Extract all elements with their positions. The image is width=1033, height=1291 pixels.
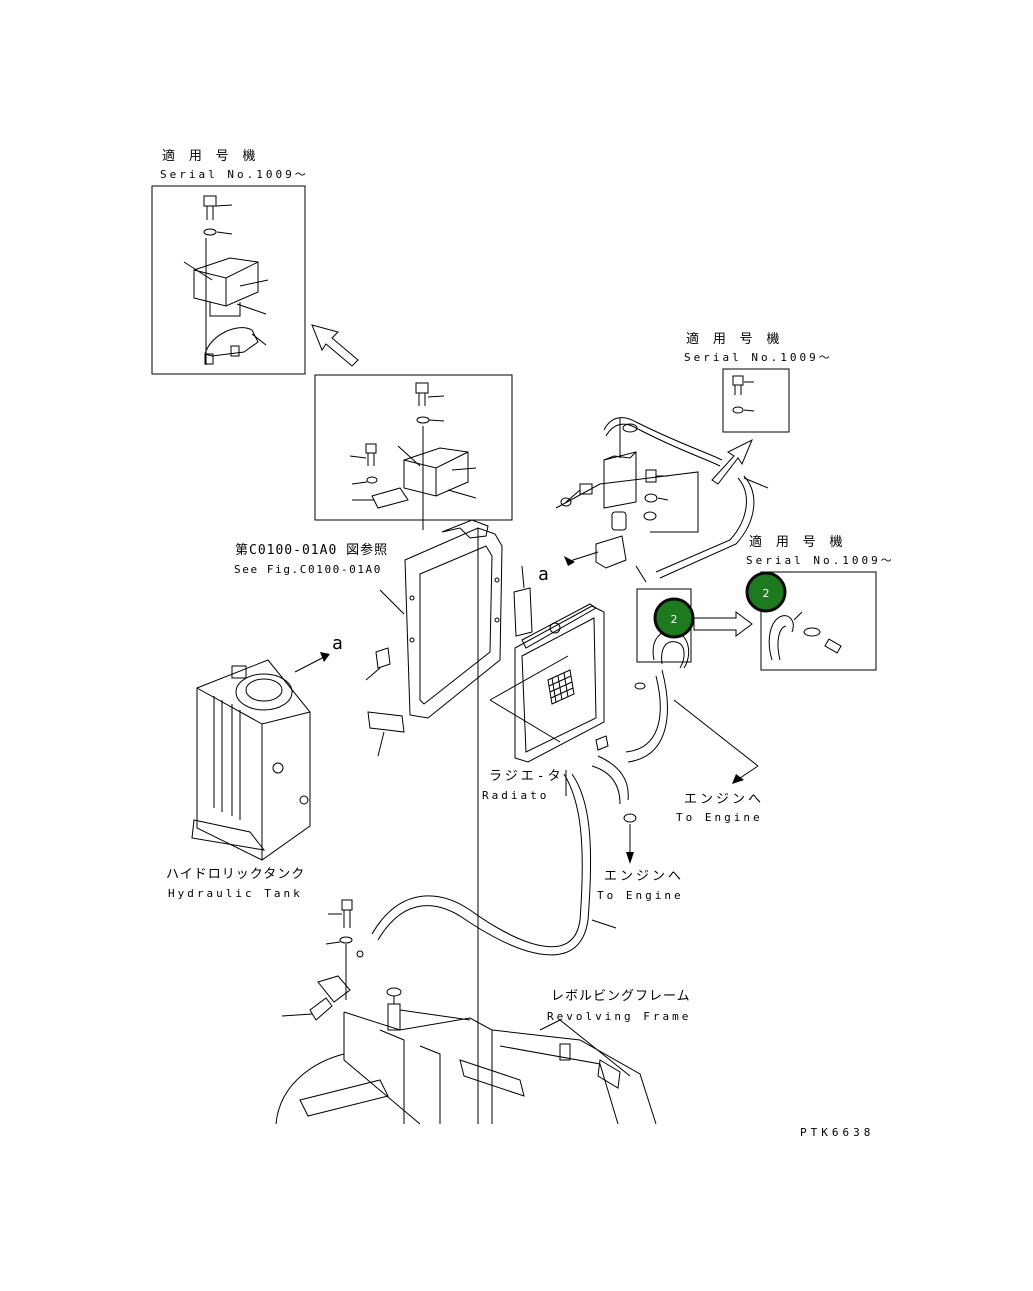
lower-fittings — [281, 899, 402, 1031]
tank-en: Hydraulic Tank — [168, 887, 303, 900]
serial-right-en: Serial No.1009～ — [684, 351, 833, 364]
callout-2-detail-label: 2 — [763, 587, 770, 600]
serial-top-ja: 適 用 号 機 — [162, 149, 259, 164]
callout-2-hose[interactable]: 2 — [652, 596, 696, 640]
see-fig-en: See Fig.C0100-01A0 — [234, 563, 383, 576]
serial-right-ja: 適 用 号 機 — [686, 332, 783, 347]
to-engine-2-en: To Engine — [597, 889, 684, 902]
detail-box-top-left — [151, 185, 306, 375]
cover-assembly-box — [314, 374, 513, 530]
mark-a-upper: a — [538, 564, 549, 585]
detail-box-far-right — [760, 571, 877, 671]
radiator-en: Radiato — [482, 789, 550, 802]
to-engine-1-en: To Engine — [676, 811, 763, 824]
hydraulic-tank — [191, 652, 330, 861]
to-engine-2-ja: エンジンへ — [604, 869, 685, 884]
engine-hoses — [356, 669, 759, 958]
mark-a-lower: a — [332, 633, 343, 654]
serial-top-en: Serial No.1009～ — [160, 168, 309, 181]
callout-2-hose-label: 2 — [671, 613, 678, 626]
serial-far-en: Serial No.1009～ — [746, 554, 895, 567]
rubber-pads — [365, 565, 533, 757]
drawing-code: PTK6638 — [800, 1126, 875, 1139]
radiator-frame — [379, 519, 503, 1124]
serial-far-ja: 適 用 号 機 — [749, 535, 846, 550]
tank-ja: ハイドロリックタンク — [166, 867, 306, 882]
radiator-core — [489, 603, 609, 763]
callout-2-detail[interactable]: 2 — [744, 570, 788, 614]
frame-ja: レボルビングフレーム — [551, 989, 691, 1004]
revolving-frame — [275, 1009, 657, 1125]
detail-box-right — [722, 368, 790, 433]
radiator-ja: ラジエ-タ — [489, 769, 564, 784]
arrow-to-top-left — [311, 324, 359, 367]
see-fig-ja: 第C0100-01A0 図参照 — [235, 543, 389, 558]
to-engine-1-ja: エンジンへ — [684, 792, 765, 807]
hose-bracket-assembly — [555, 417, 769, 583]
frame-en: Revolving Frame — [547, 1010, 692, 1023]
